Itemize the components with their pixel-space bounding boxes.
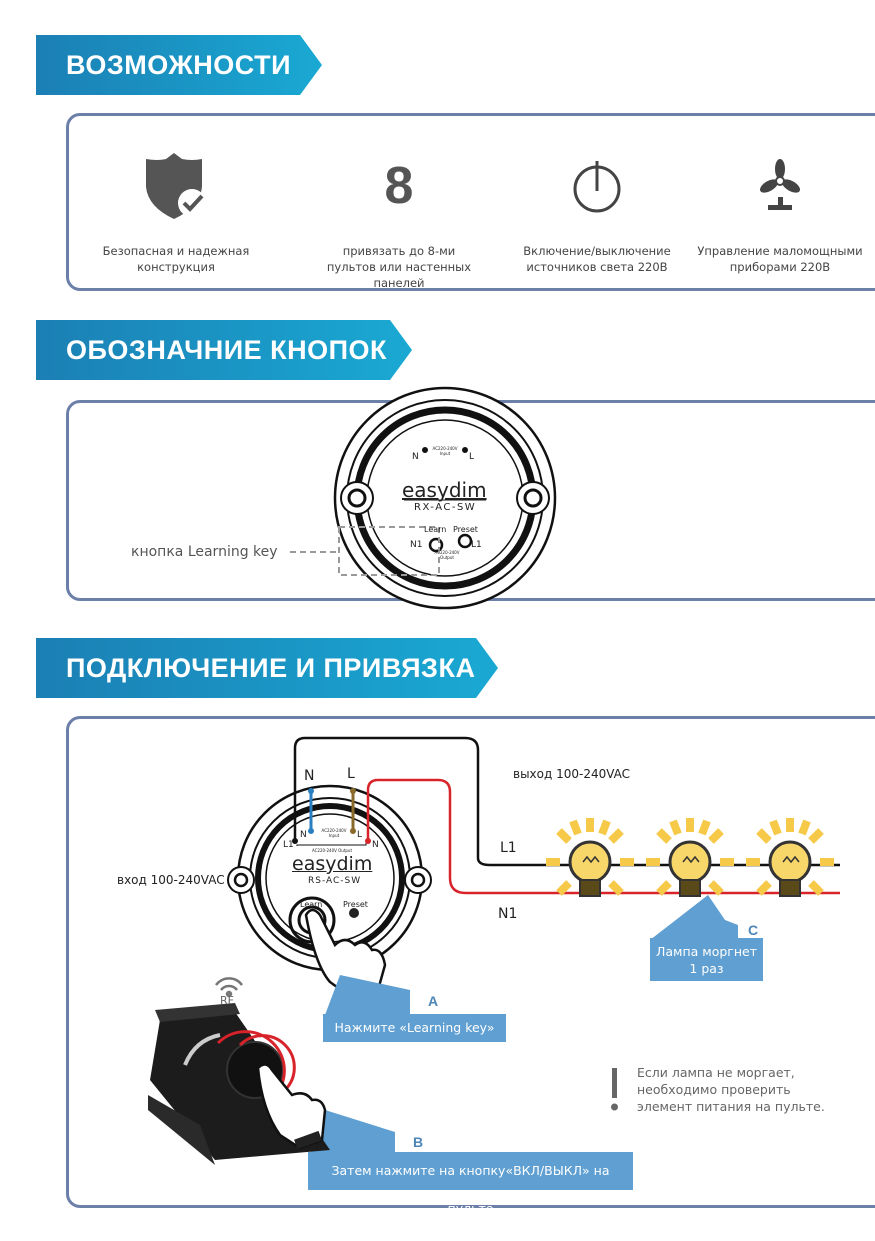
wire-n1-label: N1 bbox=[498, 906, 518, 922]
device-brand: easydim bbox=[402, 478, 487, 502]
power-icon bbox=[573, 161, 621, 213]
step-c-text: Лампа моргнет bbox=[655, 944, 758, 959]
device-model: RX-AC-SW bbox=[414, 502, 477, 513]
output-terminal-label: AC220-240V Output bbox=[311, 848, 353, 853]
step-c-text: 1 раз bbox=[689, 961, 724, 976]
preset-label: Preset bbox=[453, 525, 478, 534]
output-voltage-label: выход 100-240VAC bbox=[513, 767, 631, 781]
feature-onoff: Включение/выключение источников света 220… bbox=[502, 116, 692, 275]
output-label: AC220-240V Output bbox=[434, 550, 460, 560]
step-c-callout: Лампа моргнет 1 раз bbox=[650, 938, 763, 981]
wifi-icon bbox=[214, 977, 244, 998]
wire-n-label: N bbox=[304, 768, 315, 784]
features-box: Безопасная и надежная конструкция 8 привя… bbox=[66, 113, 875, 291]
feature-text: Включение/выключение bbox=[523, 244, 671, 258]
term-n: N bbox=[300, 830, 307, 840]
term-l1: L1 bbox=[283, 840, 294, 850]
rf-label: RF bbox=[220, 994, 234, 1007]
note-text: Если лампа не моргает, необходимо провер… bbox=[637, 1064, 825, 1115]
buttons-title: ОБОЗНАЧНИЕ КНОПОК bbox=[66, 335, 388, 365]
terminal-n: N bbox=[412, 452, 419, 462]
terminal-n1: N1 bbox=[410, 540, 423, 550]
step-b-callout: Затем нажмите на кнопку«ВКЛ/ВЫКЛ» на пул… bbox=[308, 1152, 633, 1216]
buttons-banner: ОБОЗНАЧНИЕ КНОПОК bbox=[36, 320, 412, 380]
step-b-letter: B bbox=[413, 1134, 424, 1150]
note-line: элемент питания на пульте. bbox=[637, 1099, 825, 1114]
features-banner: ВОЗМОЖНОСТИ bbox=[36, 35, 322, 95]
feature-text: Управление маломощными bbox=[697, 244, 863, 258]
note-line: необходимо проверить bbox=[637, 1082, 791, 1097]
wire-l1-label: L1 bbox=[500, 840, 517, 856]
learn-label: Learn bbox=[300, 900, 323, 909]
preset-label: Preset bbox=[343, 900, 368, 909]
exclamation-icon bbox=[612, 1068, 617, 1098]
device-model: RS-AC-SW bbox=[308, 876, 362, 886]
connection-title: ПОДКЛЮЧЕНИЕ И ПРИВЯЗКА bbox=[66, 653, 476, 683]
connection-box bbox=[66, 716, 875, 1208]
feature-safe: Безопасная и надежная конструкция bbox=[81, 116, 271, 275]
term-n-out: N bbox=[372, 840, 379, 850]
lamp-icon bbox=[546, 818, 634, 897]
feature-appliances: Управление маломощными приборами 220В bbox=[685, 116, 875, 275]
lamp-icon bbox=[746, 818, 834, 897]
input-terminal-label: AC220-240V Input bbox=[321, 828, 347, 838]
lamp-icon bbox=[646, 818, 734, 897]
feature-text: привязать до 8-ми bbox=[342, 244, 456, 258]
learning-key-label: кнопка Learning key bbox=[131, 544, 278, 560]
term-l: L bbox=[357, 830, 363, 840]
terminal-l: L bbox=[469, 452, 475, 462]
device-brand: easydim bbox=[292, 853, 373, 875]
connection-banner: ПОДКЛЮЧЕНИЕ И ПРИВЯЗКА bbox=[36, 638, 498, 698]
features-title: ВОЗМОЖНОСТИ bbox=[66, 50, 292, 80]
input-voltage-label: вход 100-240VAC bbox=[117, 873, 225, 887]
learn-label: Learn bbox=[424, 525, 447, 534]
feature-text: источников света 220В bbox=[526, 260, 668, 274]
terminal-l1: L1 bbox=[471, 540, 482, 550]
step-a-callout: Нажмите «Learning key» bbox=[323, 1014, 506, 1042]
note-line: Если лампа не моргает, bbox=[637, 1065, 795, 1080]
wire-l-label: L bbox=[347, 766, 355, 782]
feature-text: конструкция bbox=[137, 260, 215, 274]
step-a-letter: A bbox=[428, 993, 439, 1009]
rf-remote bbox=[148, 1003, 330, 1165]
hand-pointer-icon bbox=[304, 908, 387, 1000]
feature-text: Безопасная и надежная bbox=[102, 244, 250, 258]
feature-text: приборами 220В bbox=[729, 260, 831, 274]
shield-check-icon bbox=[146, 153, 206, 219]
input-label: AC220-240V Input bbox=[432, 446, 458, 456]
fan-icon bbox=[759, 159, 801, 210]
feature-text: пультов или настенных панелей bbox=[326, 260, 472, 290]
step-c-letter: C bbox=[748, 922, 759, 938]
